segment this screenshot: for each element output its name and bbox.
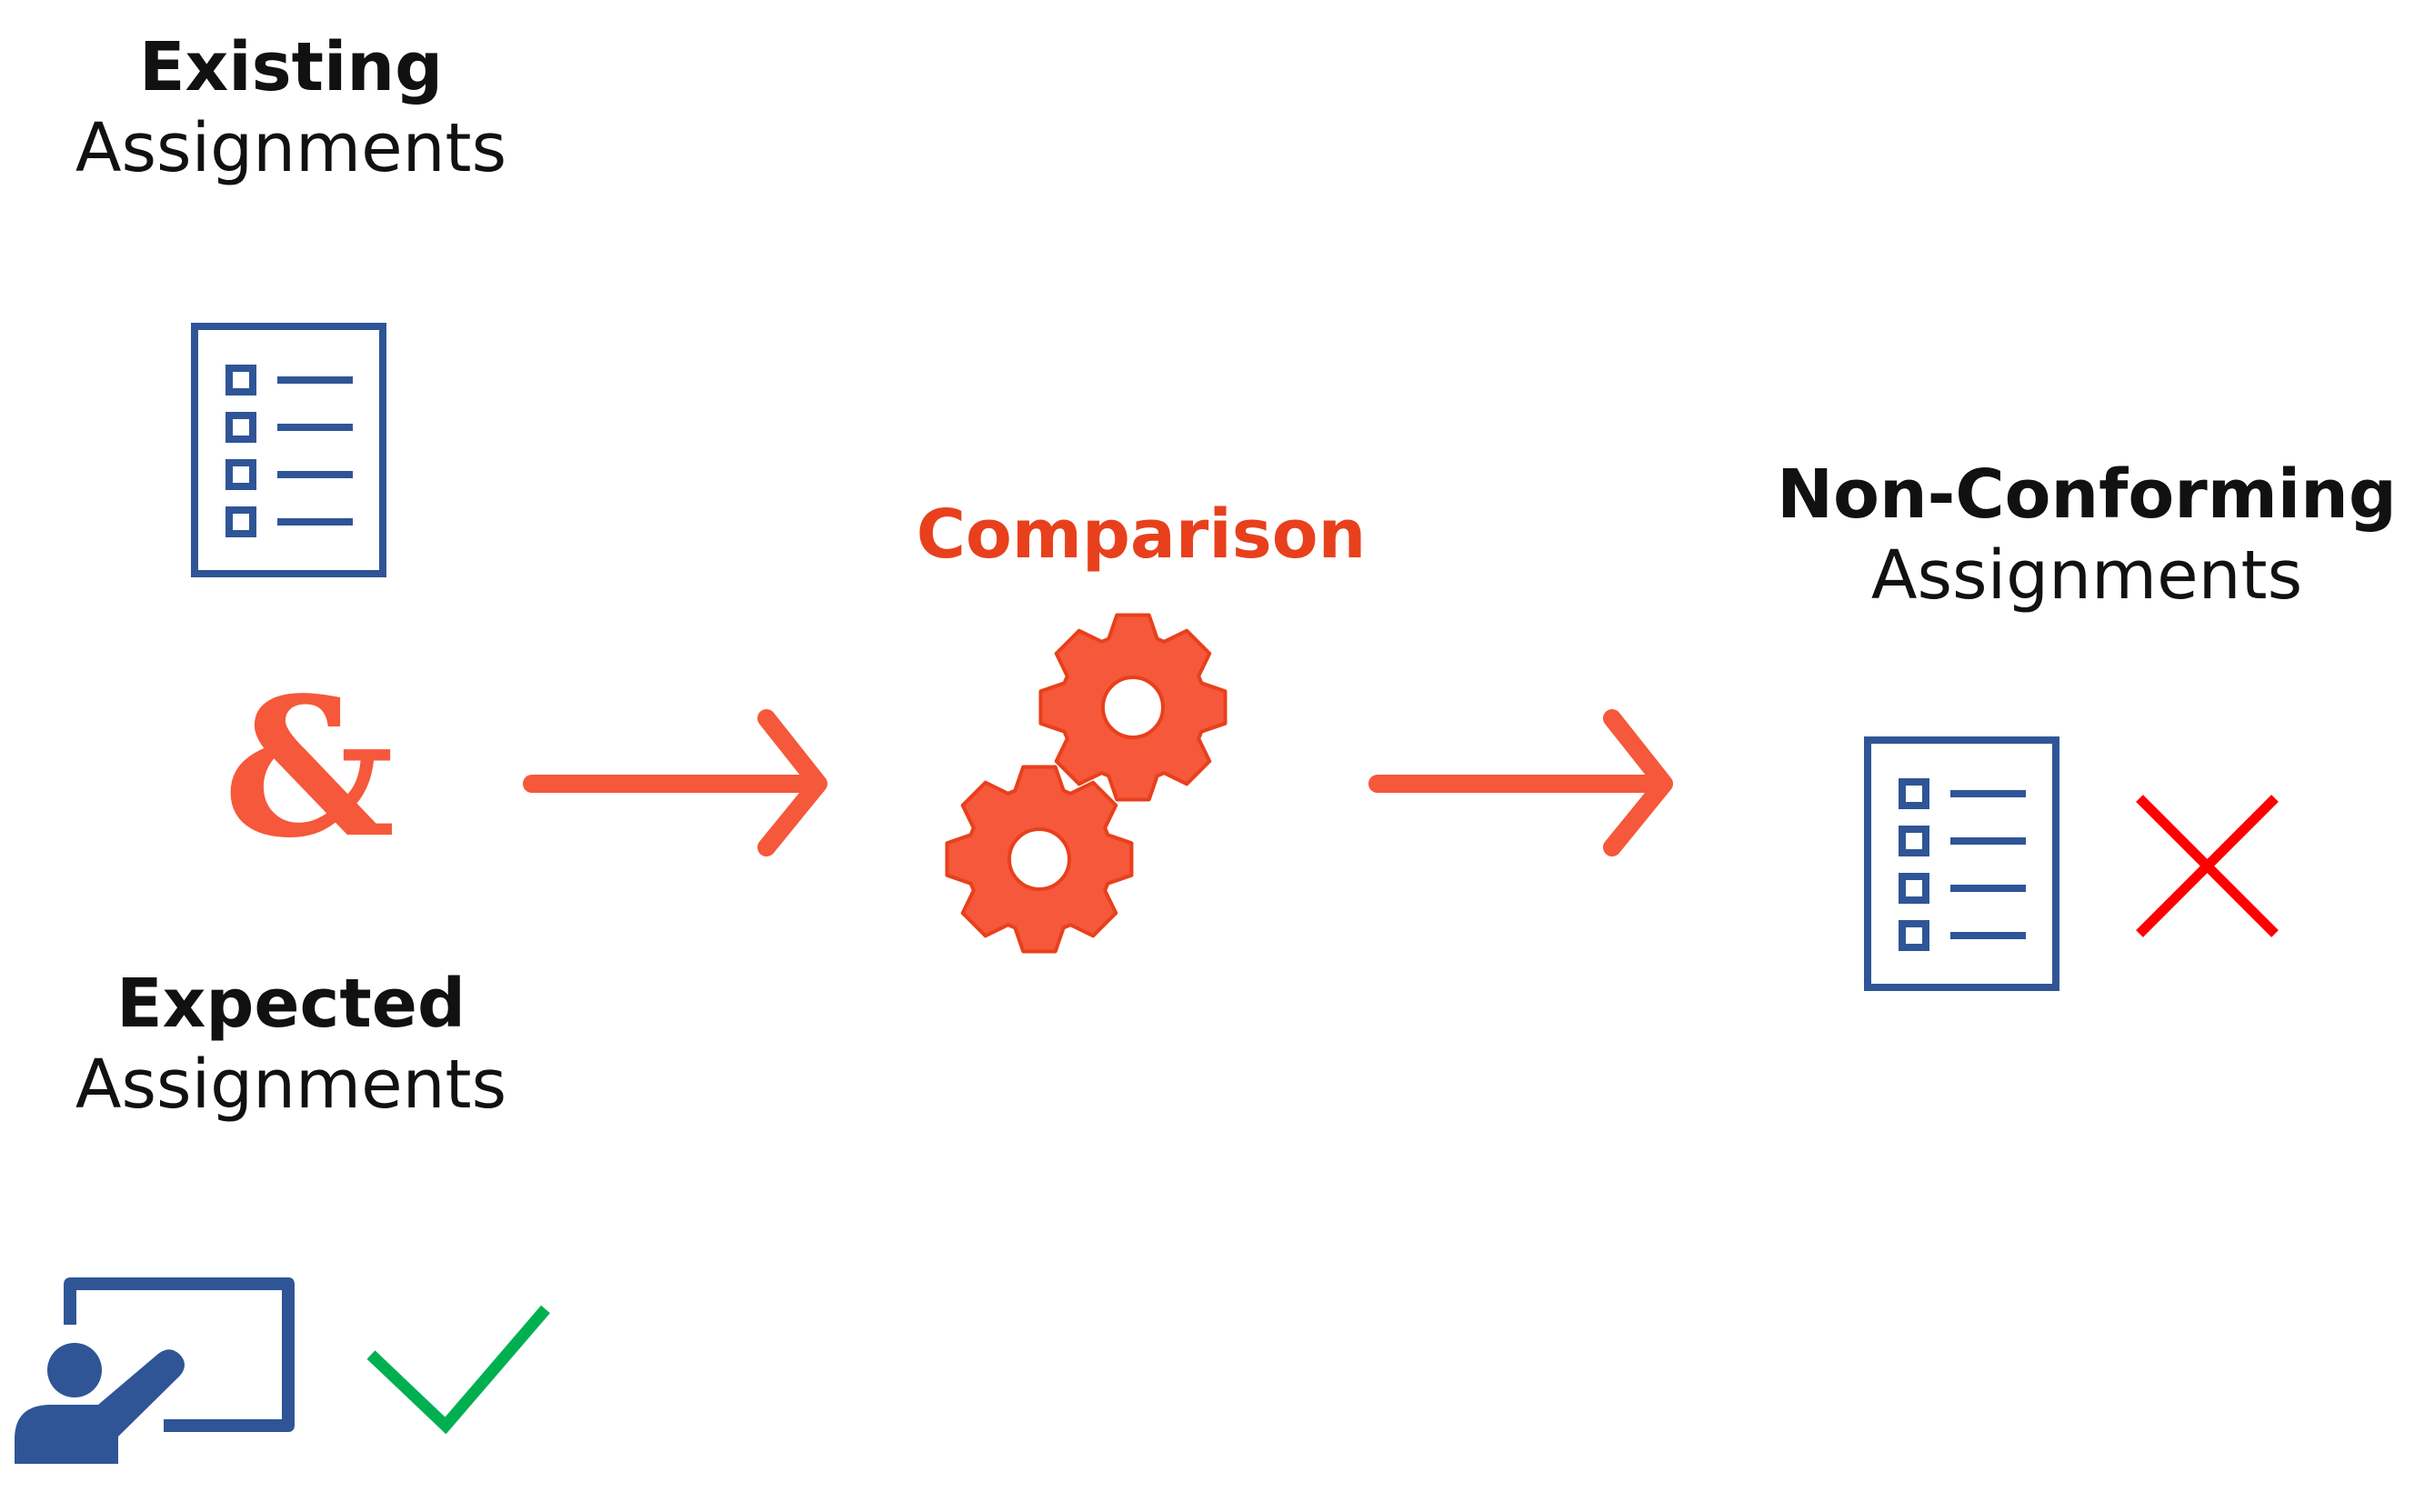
existing-checklist-icon [191, 323, 386, 577]
existing-subtitle: Assignments [75, 108, 507, 187]
non-conforming-assignments-label: Non-Conforming Assignments [1746, 455, 2425, 616]
existing-title: Existing [138, 28, 444, 106]
gears-icon [945, 613, 1228, 954]
presenter-board-icon [15, 1277, 295, 1464]
cross-icon [2136, 795, 2279, 937]
non-conforming-subtitle: Assignments [1870, 536, 2303, 615]
checkmark-icon [366, 1305, 550, 1435]
gear-large [1038, 613, 1228, 802]
existing-assignments-label: Existing Assignments [55, 27, 527, 189]
expected-assignments-label: Expected Assignments [55, 964, 527, 1126]
arrow-right-icon [1368, 709, 1673, 856]
comparison-title: Comparison [916, 496, 1367, 574]
ampersand-connector: & [223, 656, 396, 880]
arrow-right-icon [523, 709, 827, 856]
gear-small [945, 765, 1134, 954]
result-checklist-icon [1864, 736, 2059, 991]
expected-title: Expected [116, 965, 466, 1043]
expected-subtitle: Assignments [75, 1045, 507, 1124]
non-conforming-title: Non-Conforming [1777, 456, 2397, 534]
